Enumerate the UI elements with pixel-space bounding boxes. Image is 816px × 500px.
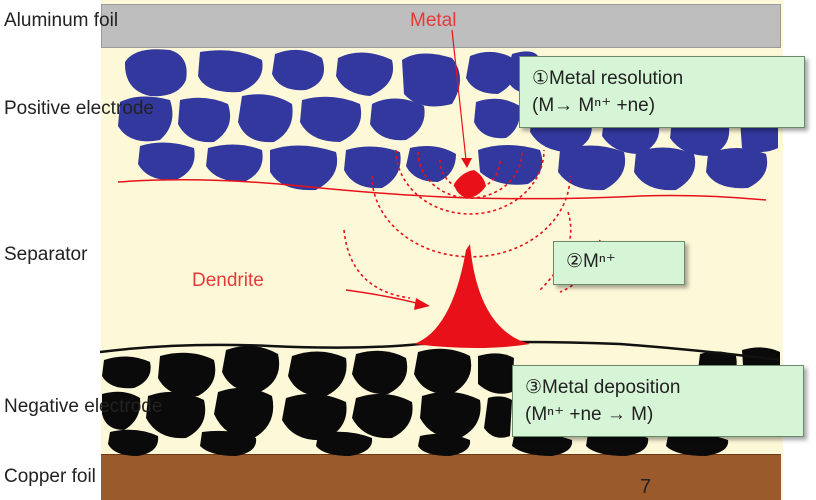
negative-particle [200, 430, 257, 456]
metal-deposition-callout: ③Metal deposition (Mⁿ⁺ +ne → M) [512, 365, 804, 437]
positive-particle [402, 53, 460, 107]
positive-particle [198, 50, 263, 93]
positive-particle [336, 52, 394, 96]
positive-particle [474, 98, 521, 139]
separator-top-line [117, 179, 767, 201]
ion-wave [371, 175, 571, 258]
aluminum-foil-label: Aluminum foil [4, 10, 119, 31]
ion-wave [439, 159, 501, 191]
negative-particle [666, 433, 729, 456]
metal-pointer-arrowhead [461, 158, 472, 168]
aluminum-foil-layer [101, 4, 781, 48]
copper-foil-layer [101, 454, 781, 500]
positive-particle [406, 146, 456, 182]
positive-particle [558, 145, 626, 191]
metal-label-pointer [451, 29, 467, 161]
callout-title: ③Metal deposition [525, 377, 681, 398]
callout-title: ②Mⁿ⁺ [566, 251, 616, 272]
negative-particle [316, 431, 373, 456]
ion-wave [417, 151, 523, 199]
positive-particle [370, 98, 425, 141]
negative-particle [512, 433, 573, 456]
positive-particle [206, 144, 263, 182]
negative-particle [288, 351, 347, 397]
callout-formula: (Mⁿ⁺ +ne → M) [525, 404, 654, 425]
positive-particle [138, 142, 195, 181]
page-number: 7 [640, 476, 652, 498]
positive-particle [300, 96, 362, 142]
positive-particle [238, 94, 293, 143]
positive-particle [478, 145, 543, 185]
positive-particle [118, 96, 173, 142]
negative-electrode-label: Negative electrode [4, 396, 163, 417]
positive-particle [178, 97, 231, 143]
dendrite-label: Dendrite [192, 270, 264, 291]
negative-particle [102, 356, 151, 389]
positive-particle [344, 146, 401, 189]
positive-particle [466, 51, 517, 94]
dendrite-arrowhead [414, 298, 430, 310]
ion-wave [539, 211, 572, 291]
metal-ion-callout: ②Mⁿ⁺ [553, 241, 685, 285]
negative-electrode-particles [102, 345, 780, 456]
negative-particle [108, 429, 159, 456]
ion-wave [343, 229, 411, 299]
ion-wave [395, 149, 545, 215]
negative-particle [352, 350, 408, 395]
negative-particle [146, 391, 206, 439]
negative-particle [414, 348, 472, 395]
negative-particle [352, 393, 413, 439]
metal-label: Metal [410, 10, 457, 31]
negative-particle [158, 352, 216, 397]
positive-particle [270, 145, 338, 191]
dendrite [414, 244, 530, 348]
negative-particle [282, 393, 347, 441]
negative-particle [478, 353, 514, 394]
separator-label: Separator [4, 244, 88, 265]
metal-particle [454, 170, 486, 198]
positive-particle [272, 49, 324, 91]
copper-foil-label: Copper foil [4, 466, 96, 487]
dendrite-arrow [345, 289, 421, 305]
negative-particle [418, 433, 471, 456]
negative-particle [586, 431, 649, 456]
negative-particle [420, 391, 481, 439]
negative-particle [214, 387, 274, 439]
negative-particle [484, 396, 512, 438]
positive-particle [706, 148, 768, 189]
negative-particle [222, 345, 280, 393]
positive-particle [124, 49, 187, 97]
callout-title: ①Metal resolution [532, 68, 684, 89]
positive-particle [634, 147, 696, 191]
positive-electrode-label: Positive electrode [4, 98, 154, 119]
negative-particle [102, 391, 141, 430]
metal-resolution-callout: ①Metal resolution (M→ Mⁿ⁺ +ne) [519, 56, 805, 128]
callout-formula: (M→ Mⁿ⁺ +ne) [532, 95, 656, 116]
